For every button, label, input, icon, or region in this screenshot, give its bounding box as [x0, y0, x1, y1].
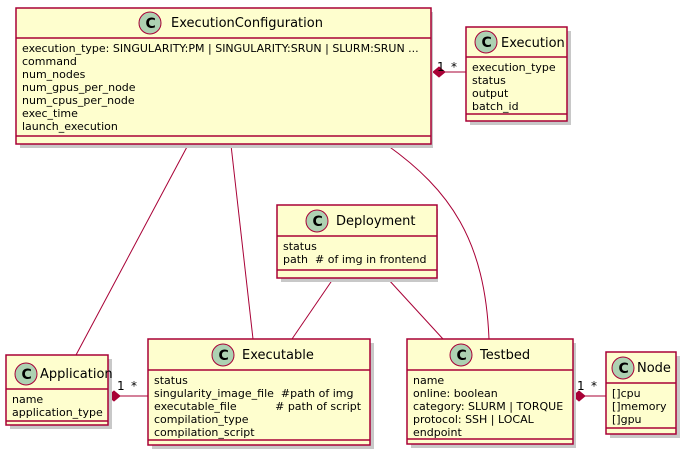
- edge-config-testbed: [386, 144, 490, 340]
- attribute: num_gpus_per_node: [22, 81, 136, 94]
- attribute: online: boolean: [413, 387, 498, 400]
- attribute: status: [154, 374, 188, 387]
- class-icon: [305, 209, 329, 233]
- multiplicity-node-many: *: [591, 379, 597, 393]
- class-icon-letter: C: [482, 35, 492, 51]
- class-name: Deployment: [336, 214, 416, 229]
- class-testbed[interactable]: C Testbed name online: boolean category:…: [406, 338, 576, 448]
- attribute: compilation_type: [154, 413, 249, 426]
- attribute: []gpu: [612, 413, 642, 426]
- attribute: batch_id: [472, 100, 519, 113]
- attribute: endpoint: [413, 426, 462, 439]
- attribute: application_type: [12, 406, 103, 419]
- class-icon: [611, 356, 635, 380]
- class-node[interactable]: C Node []cpu []memory []gpu: [605, 351, 680, 438]
- class-name: Testbed: [479, 348, 530, 363]
- attribute: output: [472, 87, 509, 100]
- multiplicity-testbed-one: 1: [577, 379, 585, 393]
- class-execution-configuration[interactable]: C ExecutionConfiguration execution_type:…: [15, 7, 433, 148]
- attribute: compilation_script: [154, 426, 255, 439]
- class-icon: [474, 30, 498, 54]
- attribute: status: [472, 74, 506, 87]
- multiplicity-execution-many: *: [451, 60, 457, 74]
- class-name: Executable: [242, 348, 314, 363]
- attribute: []cpu: [612, 387, 641, 400]
- class-icon: [211, 343, 235, 367]
- multiplicity-application-one: 1: [117, 379, 125, 393]
- attribute: launch_execution: [22, 120, 118, 133]
- composition-diamond-config: [432, 66, 446, 78]
- class-icon-letter: C: [313, 214, 323, 230]
- class-icon: [14, 362, 38, 386]
- class-application[interactable]: C Application name application_type: [5, 354, 113, 429]
- class-icon-letter: C: [22, 367, 32, 383]
- attribute: name: [12, 393, 43, 406]
- attribute: singularity_image_file #path of img: [154, 387, 354, 400]
- class-name: ExecutionConfiguration: [171, 16, 323, 31]
- multiplicity-executable-many: *: [131, 379, 137, 393]
- attribute: execution_type: [472, 61, 556, 74]
- attribute: exec_time: [22, 107, 78, 120]
- class-icon-letter: C: [457, 348, 467, 364]
- attribute: execution_type: SINGULARITY:PM | SINGULA…: [22, 42, 419, 55]
- class-name: Node: [637, 361, 671, 376]
- class-icon-letter: C: [146, 16, 156, 32]
- edge-config-executable: [230, 144, 254, 340]
- class-icon-letter: C: [219, 348, 229, 364]
- multiplicity-config-one: 1: [437, 60, 445, 74]
- class-icon-letter: C: [619, 361, 629, 377]
- class-icon: [138, 11, 162, 35]
- attribute: path # of img in frontend: [283, 253, 426, 266]
- edge-config-application: [75, 144, 189, 356]
- attribute: status: [283, 240, 317, 253]
- attribute: []memory: [612, 400, 667, 413]
- attribute: num_cpus_per_node: [22, 94, 135, 107]
- class-name: Application: [40, 367, 113, 382]
- attribute: name: [413, 374, 444, 387]
- class-name: Execution: [501, 36, 565, 51]
- class-execution[interactable]: C Execution execution_type status output…: [465, 26, 571, 125]
- edge-deployment-executable: [291, 278, 334, 340]
- attribute: protocol: SSH | LOCAL: [413, 413, 535, 426]
- class-executable[interactable]: C Executable status singularity_image_fi…: [147, 338, 374, 449]
- attribute: executable_file # path of script: [154, 400, 362, 413]
- attribute: category: SLURM | TORQUE: [413, 400, 563, 413]
- attribute: num_nodes: [22, 68, 86, 81]
- attribute: command: [22, 55, 77, 68]
- class-icon: [449, 343, 473, 367]
- class-deployment[interactable]: C Deployment status path # of img in fro…: [276, 204, 438, 282]
- edge-deployment-testbed: [387, 278, 444, 340]
